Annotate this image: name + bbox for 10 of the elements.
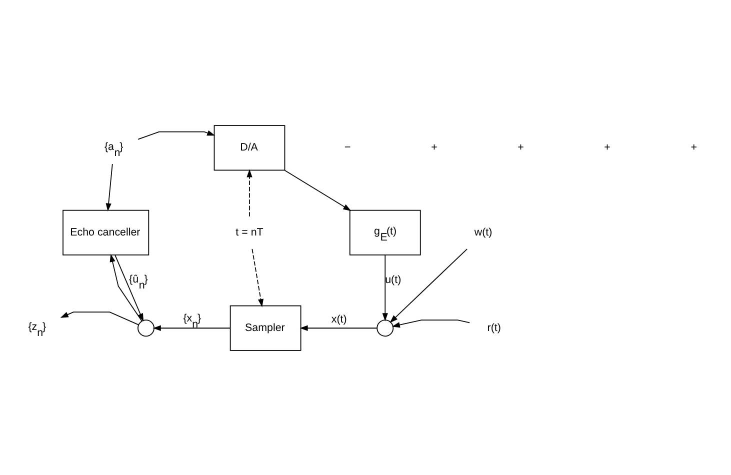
node-text: t = nT [236,226,264,238]
edge-label: x(t) [331,312,347,325]
edge-label: u(t) [385,274,402,286]
node-text: r(t) [487,321,501,334]
label: − [344,141,351,154]
label: + [690,141,697,154]
label: + [604,141,610,154]
node-text: w(t) [474,226,492,238]
label: + [518,141,524,154]
label: + [431,141,438,154]
